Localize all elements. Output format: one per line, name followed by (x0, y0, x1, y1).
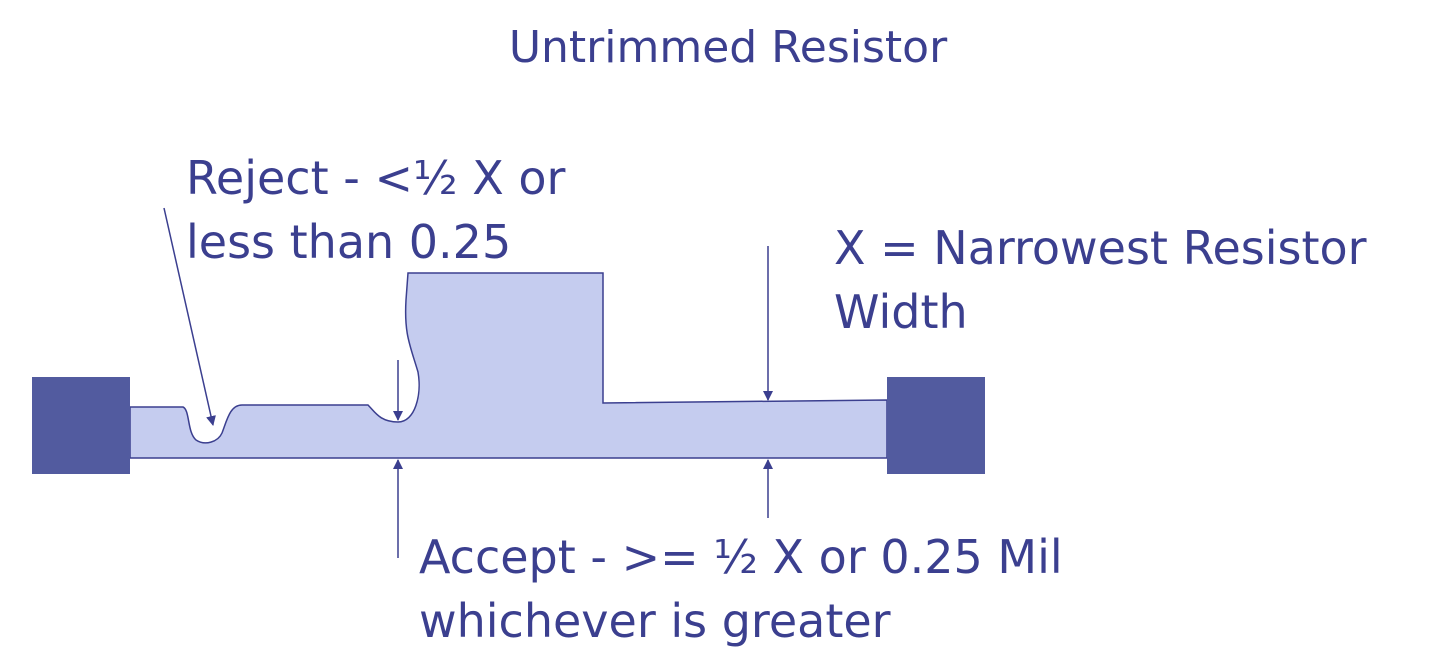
accept-label-line2: whichever is greater (419, 594, 891, 648)
right-terminal (887, 377, 985, 474)
reject-pointer-arrow (163, 207, 216, 426)
x-definition-line1: X = Narrowest Resistor (834, 221, 1367, 275)
reject-label-line2: less than 0.25 (186, 215, 511, 269)
reject-label-line1: Reject - <½ X or (186, 151, 565, 205)
diagram-title: Untrimmed Resistor (509, 22, 948, 73)
x-definition-line2: Width (834, 285, 968, 339)
left-terminal (32, 377, 130, 474)
accept-label-line1: Accept - >= ½ X or 0.25 Mil (419, 530, 1063, 584)
resistor-body (129, 272, 888, 459)
